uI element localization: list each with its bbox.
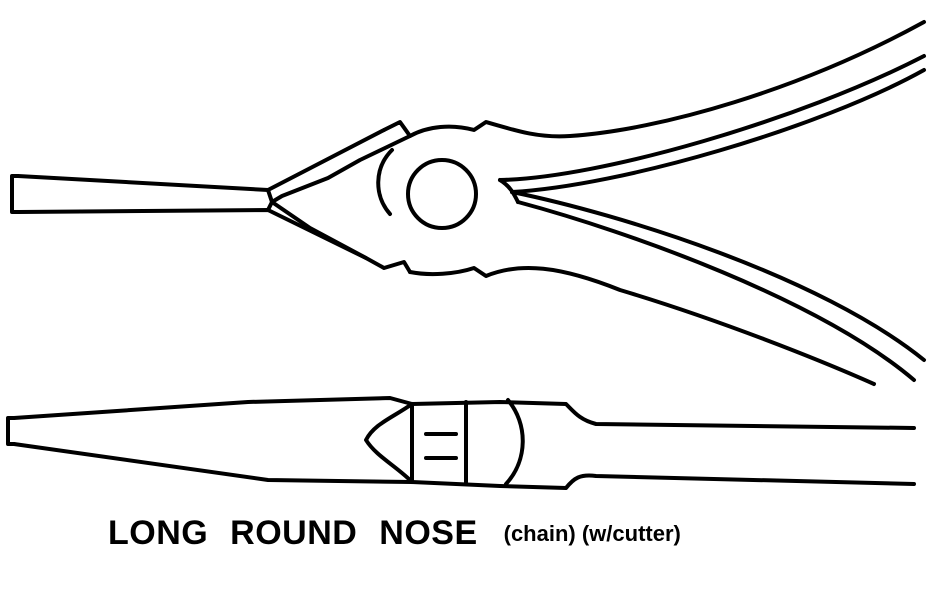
lower-handle-outer [510,190,926,362]
pivot-body-lower [408,266,876,386]
top-handle-upper [410,400,916,430]
top-joint-wedge [364,402,414,484]
lower-jaw [16,208,368,260]
pivot-front-wedge [270,120,412,274]
upper-jaw [16,128,386,192]
pivot-body [408,20,926,139]
upper-handle-inner [510,68,926,194]
top-joint-band-curve [504,398,525,486]
pivot-screw [406,158,478,230]
upper-handle-outer [498,54,926,182]
caption: LONG ROUND NOSE (chain) (w/cutter) [108,514,681,553]
lower-handle-inner [516,200,916,382]
pliers-top-view [6,396,916,490]
caption-subtitle: (chain) (w/cutter) [503,521,681,546]
pivot-cutter-arc [376,148,394,216]
top-upper-edge [12,396,414,420]
jaw-inner-bevel [266,188,274,212]
top-handle-lower [410,473,916,490]
top-lower-edge [12,442,414,484]
handle-joint [498,178,520,204]
top-jaw-tip [6,416,16,446]
caption-title: LONG ROUND NOSE [108,514,478,552]
jaw-tip [10,174,20,214]
pliers-side-view [10,20,926,386]
